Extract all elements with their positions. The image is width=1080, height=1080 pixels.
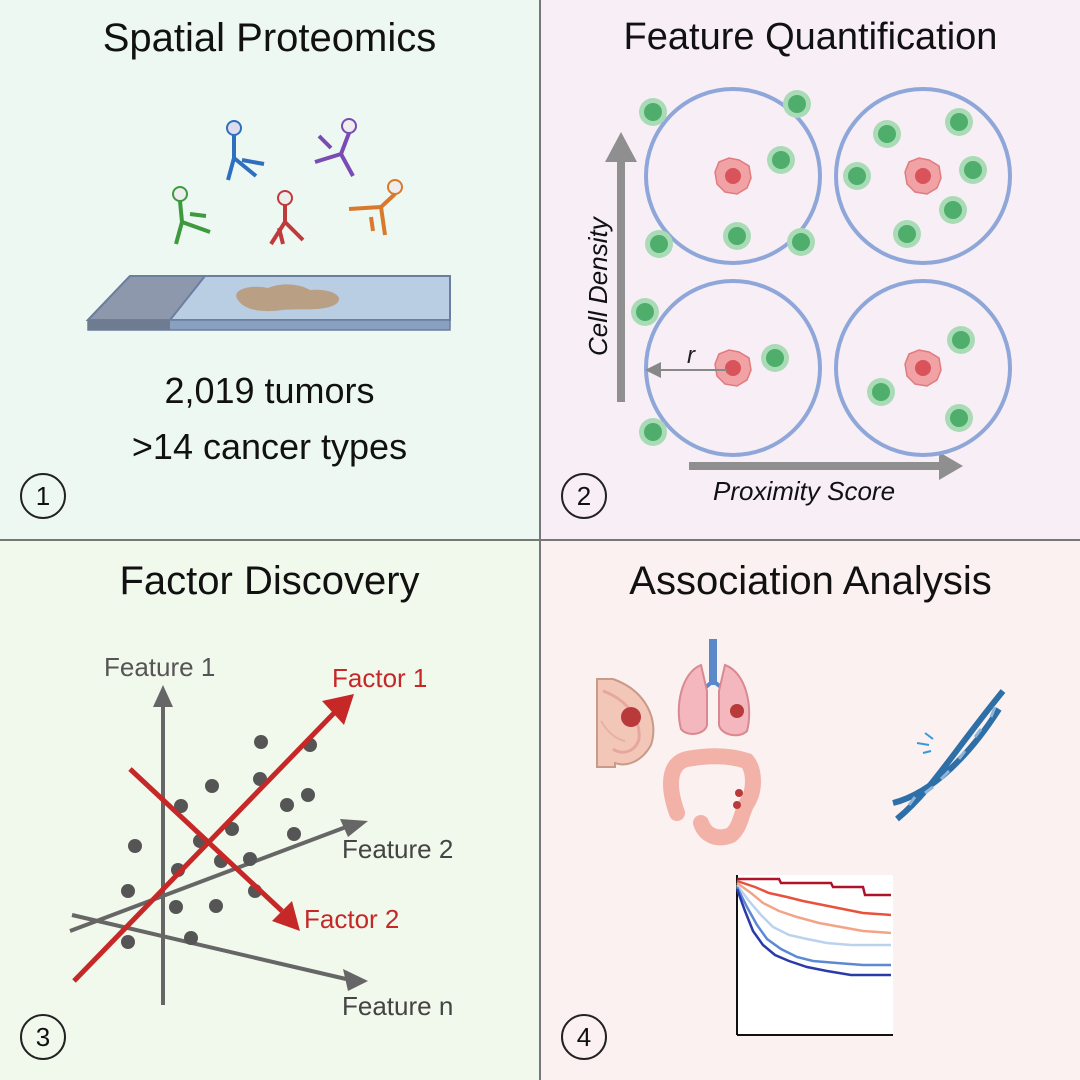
panel-title: Feature Quantification	[623, 16, 998, 58]
immune-cell-icon	[639, 418, 667, 446]
lungs-icon	[677, 639, 751, 737]
panel-title: Association Analysis	[629, 559, 992, 603]
panel-spatial-proteomics: Spatial Proteomics	[0, 0, 539, 539]
tumor-cell-icon	[714, 349, 752, 387]
factor-1-label: Factor 1	[332, 663, 427, 693]
immune-cell-icon	[893, 220, 921, 248]
feature-2-label: Feature 2	[342, 834, 453, 864]
colon-icon	[663, 748, 761, 846]
panel-number-badge: 3	[20, 1014, 66, 1060]
antibodies-slide-illustration	[85, 118, 451, 331]
factor-2-arrow	[128, 767, 300, 931]
feature-axes	[69, 685, 368, 1005]
immune-cell-icon	[843, 162, 871, 190]
tissue-slide-icon	[85, 275, 451, 331]
tumor-cell-icon	[904, 349, 942, 387]
antibody-icon-purple	[314, 118, 357, 177]
radius-label: r	[687, 342, 696, 369]
panel-title: Spatial Proteomics	[102, 16, 437, 60]
antibody-icon-blue	[226, 120, 265, 181]
factor-2-label: Factor 2	[304, 904, 399, 934]
immune-cell-icon	[947, 326, 975, 354]
immune-cell-icon	[939, 196, 967, 224]
cancer-type-count: >14 cancer types	[131, 426, 408, 467]
antibody-icon-red	[269, 190, 305, 246]
immune-cell-icon	[867, 378, 895, 406]
immune-cell-icon	[959, 156, 987, 184]
panel-feature-quantification: Feature Quantification	[541, 0, 1080, 539]
immune-cell-icon	[873, 120, 901, 148]
tumor-count: 2,019 tumors	[164, 370, 375, 411]
dna-icon	[892, 689, 1006, 822]
antibody-icon-orange	[348, 179, 403, 236]
immune-cell-icon	[787, 228, 815, 256]
factor-scatter-diagram: Feature 1 Feature 2 Feature n Factor 1 F…	[69, 652, 453, 1021]
neighborhood-diagram: r Cell Density Proximity Score	[583, 87, 1012, 506]
antibody-icon-green	[172, 186, 211, 245]
neighborhood-circle	[644, 87, 822, 265]
cell-density-axis	[605, 132, 637, 402]
immune-cell-icon	[645, 230, 673, 258]
y-axis-label: Cell Density	[583, 215, 613, 356]
horizontal-divider	[0, 539, 1080, 541]
immune-cell-icon	[783, 90, 811, 118]
association-illustration	[596, 639, 1006, 1036]
feature-n-label: Feature n	[342, 991, 453, 1021]
immune-cell-icon	[761, 344, 789, 372]
panel-association-analysis: Association Analysis	[541, 541, 1080, 1080]
panel-factor-discovery: Factor Discovery	[0, 541, 539, 1080]
immune-cell-icon	[945, 404, 973, 432]
breast-icon	[596, 678, 655, 768]
proximity-score-axis	[689, 452, 963, 480]
panel-number-badge: 4	[561, 1014, 607, 1060]
feature-1-label: Feature 1	[104, 652, 215, 682]
immune-cell-icon	[723, 222, 751, 250]
panel-number-badge: 2	[561, 473, 607, 519]
survival-curve-icon	[735, 875, 893, 1036]
panel-number-badge: 1	[20, 473, 66, 519]
factor-1-arrow	[72, 694, 354, 983]
immune-cell-icon	[767, 146, 795, 174]
immune-cell-icon	[945, 108, 973, 136]
tumor-cell-icon	[904, 157, 942, 195]
tumor-cell-icon	[714, 157, 752, 195]
immune-cell-icon	[639, 98, 667, 126]
neighborhood-circle	[834, 87, 1012, 265]
immune-cell-icon	[631, 298, 659, 326]
neighborhood-circle	[834, 279, 1012, 457]
x-axis-label: Proximity Score	[713, 476, 895, 506]
panel-title: Factor Discovery	[119, 559, 420, 603]
